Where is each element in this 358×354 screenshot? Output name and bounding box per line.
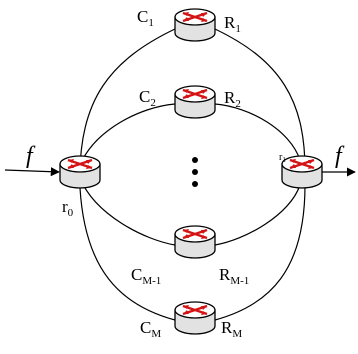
channel-label-2: C2 (139, 87, 156, 109)
router-label-2: R2 (224, 88, 241, 110)
channel-label-m: CM (140, 318, 161, 340)
path-line-1b (214, 28, 306, 171)
connection-lines (79, 28, 306, 321)
dest-router-label: r1 (279, 152, 286, 164)
router-icon-source (58, 154, 102, 190)
path-line-4 (79, 187, 176, 321)
router-label-1: R1 (224, 13, 241, 35)
flow-out-label: f (335, 143, 345, 169)
router-icon-rm1 (173, 224, 217, 260)
path-line-3b (214, 184, 301, 246)
path-line-4b (214, 184, 306, 321)
flow-in-label: f (26, 143, 36, 169)
path-line-3 (79, 177, 176, 246)
source-router-label: r0 (62, 197, 74, 219)
flow-in-arrow (4, 167, 60, 177)
router-icon-r2 (173, 84, 217, 120)
path-line-2 (79, 103, 176, 166)
channel-label-m1: CM-1 (131, 265, 161, 287)
router-label-m1: RM-1 (219, 265, 249, 287)
router-icon-r1 (173, 7, 217, 43)
path-line-1 (79, 28, 176, 176)
ellipsis-dots (192, 157, 198, 187)
channel-label-1: C1 (137, 7, 154, 29)
router-icon-rm (173, 300, 217, 336)
router-label-m: RM (221, 318, 242, 340)
router-icon-dest (280, 154, 324, 190)
path-line-2b (214, 103, 301, 161)
